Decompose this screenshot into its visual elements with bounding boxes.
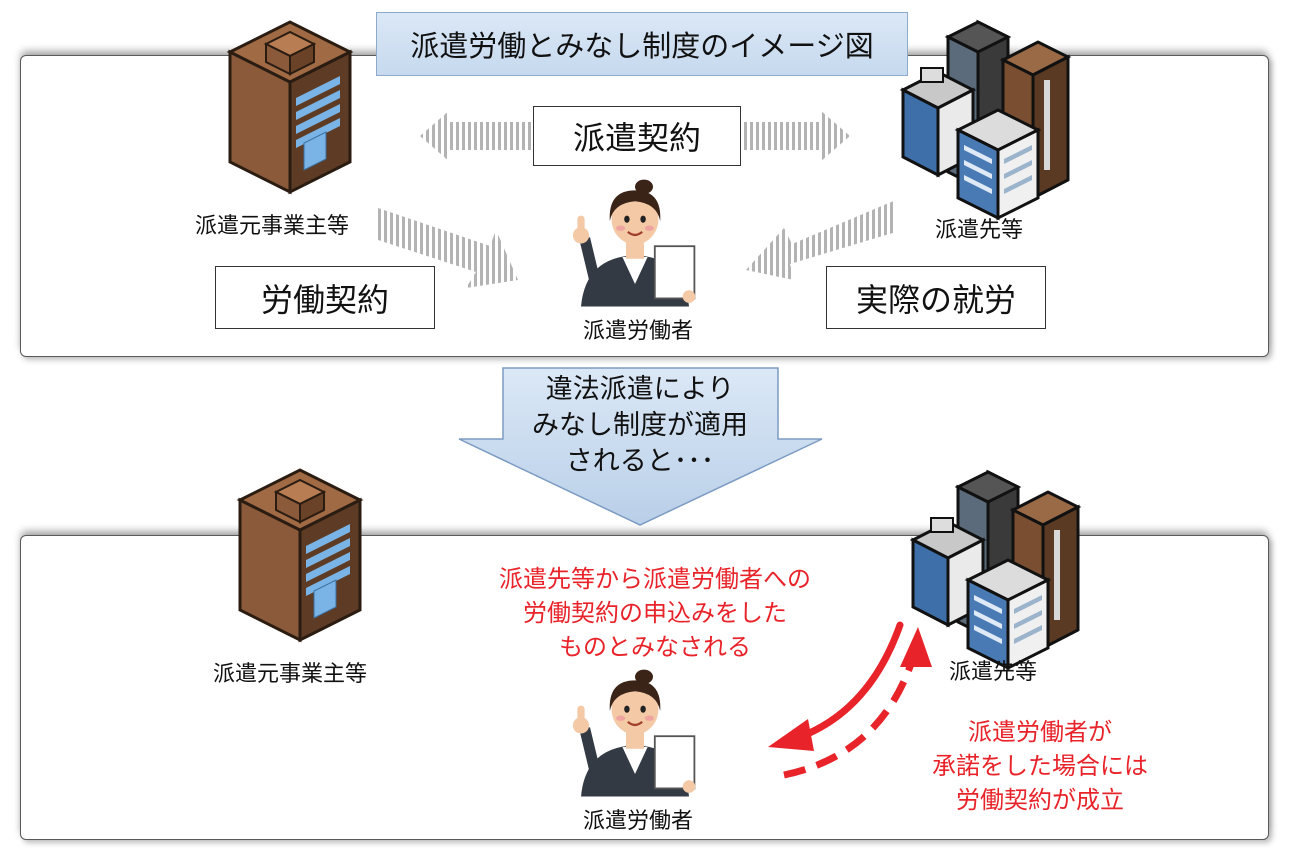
transition-line: みなし制度が適用 <box>532 410 748 441</box>
office-worker-icon <box>571 178 697 308</box>
receiver-label: 派遣先等 <box>935 218 1024 243</box>
accept-line: 労働契約が成立 <box>956 786 1124 814</box>
offer-line: 労働契約の申込みをした <box>523 599 787 627</box>
offer-line: 派遣先等から派遣労働者への <box>499 565 811 593</box>
transition-line: されると･･･ <box>565 446 715 477</box>
labor-contract-label: 労働契約 <box>215 266 435 329</box>
office-building-icon <box>228 20 352 194</box>
office-worker-icon <box>571 668 697 798</box>
building-cluster-icon <box>901 20 1070 220</box>
worker-label: 派遣労働者 <box>583 319 694 344</box>
diagram-title: 派遣労働とみなし制度のイメージ図 <box>376 12 908 76</box>
accept-line: 承諾をした場合には <box>932 752 1148 780</box>
dispatch-contract-label: 派遣契約 <box>533 106 741 166</box>
actual-work-arrow <box>746 200 896 280</box>
offer-line: ものとみなされる <box>559 633 751 661</box>
accept-line: 派遣労働者が <box>968 718 1112 746</box>
labor-contract-arrow <box>378 208 518 288</box>
transition-text: 違法派遣により みなし制度が適用 されると･･･ <box>500 372 780 480</box>
transition-arrow <box>458 367 823 526</box>
acceptance-text: 派遣労働者が 承諾をした場合には 労働契約が成立 <box>880 715 1200 817</box>
worker-label: 派遣労働者 <box>583 809 694 834</box>
offer-text: 派遣先等から派遣労働者への 労働契約の申込みをした ものとみなされる <box>460 562 850 664</box>
transition-line: 違法派遣により <box>545 374 735 405</box>
actual-work-label: 実際の就労 <box>826 266 1046 329</box>
offer-acceptance-arrows <box>768 621 932 779</box>
sender-label: 派遣元事業主等 <box>213 662 368 687</box>
receiver-label: 派遣先等 <box>949 660 1038 685</box>
office-building-icon <box>238 468 362 642</box>
sender-label: 派遣元事業主等 <box>195 214 350 239</box>
